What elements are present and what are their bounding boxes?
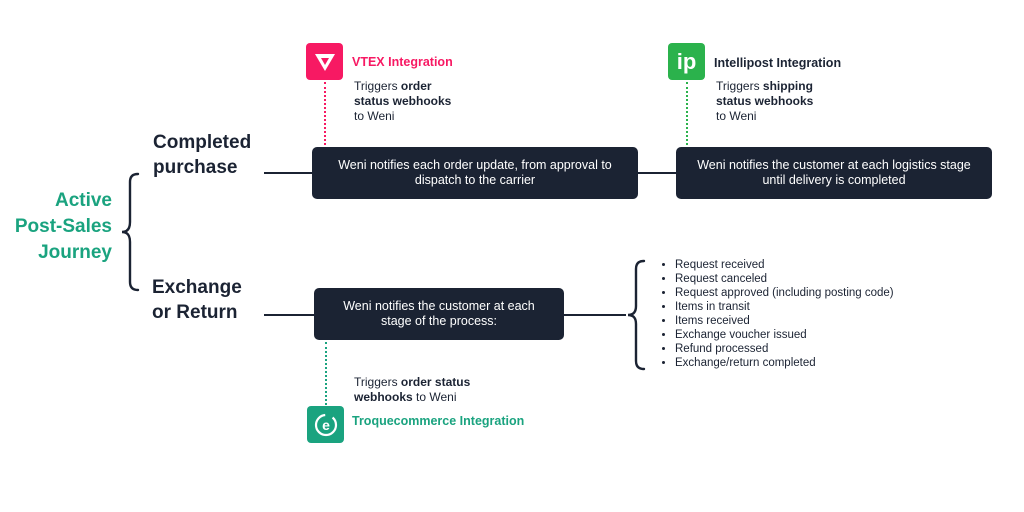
branch-title-completed-purchase: Completed purchase	[153, 130, 251, 180]
vtex-v-icon	[314, 53, 335, 71]
branch-title-line: or Return	[152, 302, 238, 323]
troquecommerce-logo-icon: e	[307, 406, 344, 443]
order-update-box: Weni notifies each order update, from ap…	[312, 147, 638, 199]
exchange-process-box: Weni notifies the customer at each stage…	[314, 288, 564, 340]
intellipost-logo-text: ip	[676, 48, 697, 74]
stage-item: Exchange/return completed	[675, 356, 894, 370]
stage-item: Request received	[675, 258, 894, 272]
vtex-dotted-connector	[324, 82, 326, 145]
stage-item: Request approved (including posting code…	[675, 286, 894, 300]
journey-title: Active Post-Sales Journey	[0, 188, 112, 266]
note-prefix: Triggers	[354, 79, 401, 93]
intellipost-note: Triggers shipping status webhooks to Wen…	[716, 79, 826, 124]
stages-bracket	[627, 259, 646, 371]
branch-title-line: Exchange	[152, 277, 242, 298]
note-prefix: Triggers	[354, 375, 401, 389]
logistics-box: Weni notifies the customer at each logis…	[676, 147, 992, 199]
note-prefix: Triggers	[716, 79, 763, 93]
stage-item: Refund processed	[675, 342, 894, 356]
journey-bracket	[121, 172, 140, 292]
troquecommerce-logo-text: e	[322, 417, 330, 433]
troquecommerce-note: Triggers order status webhooks to Weni	[354, 375, 504, 405]
vtex-logo-icon	[306, 43, 343, 80]
troquecommerce-e-icon: e	[314, 413, 337, 436]
branch-title-exchange-return: Exchange or Return	[152, 275, 242, 325]
troquecommerce-integration-label: Troquecommerce Integration	[352, 414, 525, 428]
stage-item: Request canceled	[675, 272, 894, 286]
connector-line	[264, 172, 312, 174]
branch-title-line: purchase	[153, 157, 238, 178]
note-suffix: to Weni	[354, 109, 395, 123]
intellipost-logo-icon: ip	[668, 43, 705, 80]
journey-title-line: Post-Sales	[14, 216, 112, 237]
journey-title-line: Active	[54, 190, 112, 211]
stage-item: Exchange voucher issued	[675, 328, 894, 342]
intellipost-dotted-connector	[686, 82, 688, 145]
note-bold: order status webhooks	[354, 375, 471, 404]
intellipost-integration-label: Intellipost Integration	[714, 56, 842, 70]
note-bold: shipping status webhooks	[716, 79, 814, 108]
note-bold: order status webhooks	[354, 79, 452, 108]
stage-item: Items received	[675, 314, 894, 328]
order-update-text: Weni notifies each order update, from ap…	[338, 158, 612, 187]
exchange-process-text: Weni notifies the customer at each stage…	[343, 299, 535, 328]
vtex-integration-label: VTEX Integration	[352, 55, 453, 69]
stage-item: Items in transit	[675, 300, 894, 314]
note-suffix: to Weni	[716, 109, 757, 123]
connector-line	[264, 314, 314, 316]
journey-title-line: Journey	[38, 242, 112, 263]
connector-line	[638, 172, 676, 174]
stage-list: Request received Request canceled Reques…	[661, 258, 894, 370]
branch-title-line: Completed	[153, 132, 252, 153]
vtex-note: Triggers order status webhooks to Weni	[354, 79, 464, 124]
connector-line	[564, 314, 626, 316]
logistics-text: Weni notifies the customer at each logis…	[697, 158, 971, 187]
note-suffix: to Weni	[412, 390, 457, 404]
troquecommerce-dotted-connector	[325, 342, 327, 405]
